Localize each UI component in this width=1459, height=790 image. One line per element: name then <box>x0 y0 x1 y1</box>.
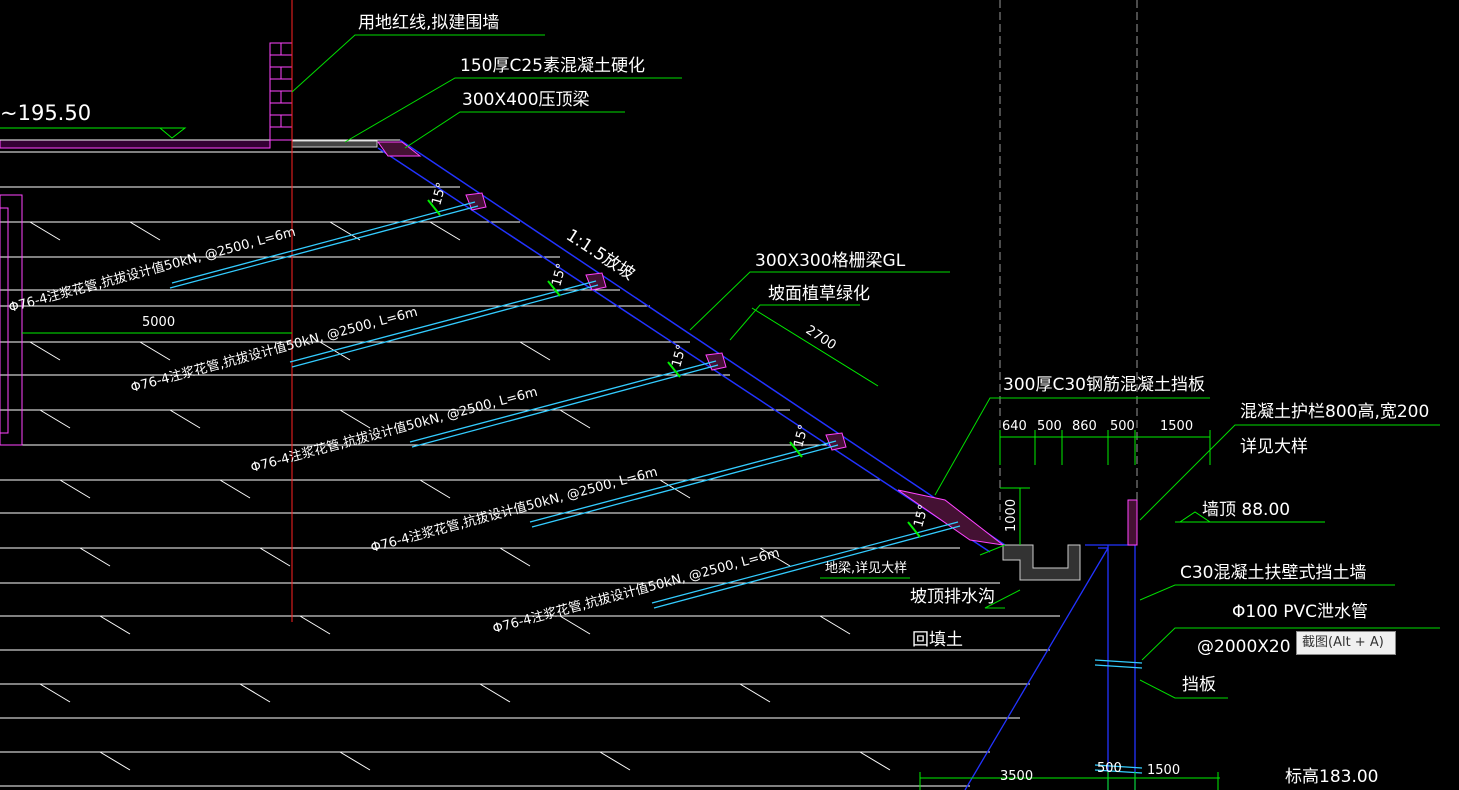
baffle-label: 挡板 <box>1182 675 1216 695</box>
left-building-outline <box>0 194 23 446</box>
dim-860: 860 <box>1072 419 1097 434</box>
slope-top-ditch <box>1002 544 1081 581</box>
retaining-plate-label: 300厚C30钢筋混凝土挡板 <box>1003 375 1205 395</box>
leader-lines <box>291 34 1440 699</box>
guardrail-label: 混凝土护栏800高,宽200 <box>1240 402 1429 422</box>
dim-1000: 1000 <box>1004 499 1019 532</box>
redline-wall-label: 用地红线,拟建围墙 <box>358 13 499 33</box>
bottom-elev-label: 标高183.00 <box>1285 767 1378 787</box>
wall-top-label: 墙顶 88.00 <box>1202 500 1290 520</box>
dim-640: 640 <box>1002 419 1027 434</box>
guardrail <box>1127 499 1138 546</box>
angle-label-1: 15° <box>429 181 449 207</box>
angle-label-2: 15° <box>549 262 569 288</box>
backfill-label: 回填土 <box>912 630 963 650</box>
anchor-label-4: Φ76-4注浆花管,抗拔设计值50kN, @2500, L=6m <box>369 464 659 556</box>
guardrail-detail-label: 详见大样 <box>1240 437 1308 457</box>
enclosure-wall <box>269 42 293 141</box>
grid-lines <box>999 0 1138 520</box>
dim-left-5000: 5000 <box>142 315 175 330</box>
lattice-beam-nodes <box>465 192 1005 546</box>
dim-500c: 500 <box>1097 761 1122 776</box>
drain-pipe <box>1094 659 1143 774</box>
top-pressure-beam <box>377 141 422 157</box>
angle-label-3: 15° <box>669 343 689 369</box>
slope-green-label: 坡面植草绿化 <box>768 284 870 304</box>
ground-surface <box>0 127 400 149</box>
concrete-harden-label: 150厚C25素混凝土硬化 <box>460 56 645 76</box>
dim-3500: 3500 <box>1000 769 1033 784</box>
soil-diagonal-hatch <box>29 221 891 771</box>
dim-500b: 500 <box>1110 419 1135 434</box>
retaining-wall <box>964 544 1136 790</box>
angle-label-4: 15° <box>791 423 811 449</box>
dim-1500b: 1500 <box>1147 763 1180 778</box>
ground-beam-label: 地梁,详见大样 <box>825 561 907 576</box>
soil-strata-hatch <box>0 151 1060 787</box>
slope-toe-ditch-label: 坡顶排水沟 <box>910 587 995 607</box>
drain-pipe-label: Φ100 PVC泄水管 <box>1232 602 1368 622</box>
elevation-top-label: ~195.50 <box>0 101 91 125</box>
screenshot-tooltip: 截图(Alt + A) <box>1296 631 1396 655</box>
angle-label-5: 15° <box>911 503 931 529</box>
anchor-angle-marks <box>427 199 921 538</box>
lattice-beam-label: 300X300格栅梁GL <box>755 251 906 271</box>
anchor-tubes <box>169 201 961 609</box>
slope-face <box>377 139 1006 553</box>
anchor-label-1: Φ76-4注浆花管,抗拔设计值50kN, @2500, L=6m <box>7 224 297 316</box>
dimension-lines <box>22 307 1325 790</box>
dim-slope-2700: 2700 <box>803 323 839 354</box>
dim-1500a: 1500 <box>1160 419 1193 434</box>
top-beam-label: 300X400压顶梁 <box>462 90 590 110</box>
anchor-label-5: Φ76-4注浆花管,抗拔设计值50kN, @2500, L=6m <box>491 545 781 637</box>
dim-500a: 500 <box>1037 419 1062 434</box>
drain-spacing-label: @2000X20 <box>1197 637 1291 657</box>
retaining-wall-label: C30混凝土扶壁式挡土墙 <box>1180 563 1367 583</box>
